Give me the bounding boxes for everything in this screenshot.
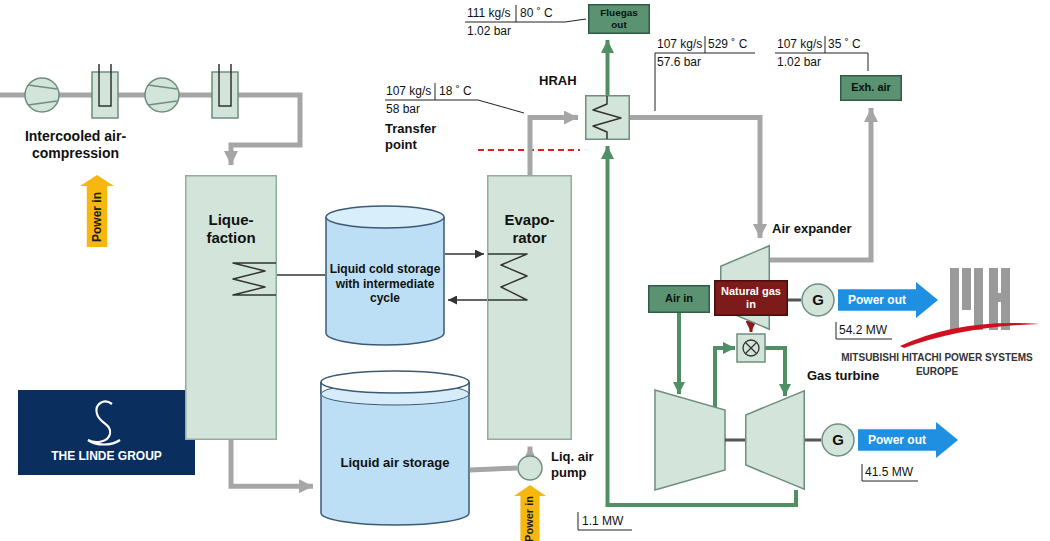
combustor-symbol (737, 334, 765, 362)
compressor-symbol (25, 78, 59, 112)
flow-line (606, 40, 610, 95)
node-text: G (812, 291, 824, 309)
node-text: Liquid cold storage with intermediate cy… (329, 262, 441, 305)
data-box-rule (578, 512, 632, 530)
air-line (715, 348, 735, 407)
node-text: Air in (665, 292, 693, 305)
mass-flow: 107 kg/s (657, 37, 702, 51)
node-text: HRAH (539, 73, 583, 89)
pump-symbol: Liq. air pump (517, 455, 543, 481)
liquid-air-tank-outline (320, 370, 470, 525)
power-in-arrow: Power in (514, 485, 546, 541)
node-text: Lique- faction (189, 211, 273, 247)
pump-symbol-outline (517, 455, 543, 481)
pressure: 1.02 bar (777, 55, 821, 69)
mhps-logo-swoosh (900, 323, 1040, 348)
node-text: Power out (868, 433, 926, 447)
gas-turbine: Gas turbine (745, 390, 805, 490)
company-name: MITSUBISHI HITACHI POWER SYSTEMS (828, 352, 1046, 364)
temperature: 80 ˚ C (520, 6, 553, 20)
outlet-box: Fluegas out (588, 4, 650, 34)
pressure: 57.6 bar (657, 55, 701, 69)
cold-storage-tank: Liquid cold storage with intermediate cy… (325, 205, 445, 345)
transfer-label: Transfer point (385, 121, 455, 152)
generator-symbol: G (821, 423, 855, 457)
heat-exchanger: HRAH (585, 95, 630, 140)
power-value: 1.1 MW (582, 514, 623, 528)
node-text: Power in (90, 191, 104, 241)
flow-line (448, 299, 487, 301)
company-name: EUROPE (828, 366, 1046, 378)
node-text: Gas turbine (807, 368, 897, 384)
generator-symbol: G (801, 283, 835, 317)
liquid-air-tank: Liquid air storage (320, 370, 470, 525)
intercooler-symbol (212, 64, 238, 118)
temperature: 529 ˚ C (708, 37, 747, 51)
mhps-logo-mark (950, 268, 1010, 330)
shaft-line (805, 439, 821, 442)
temperature: 35 ˚ C (828, 37, 861, 51)
linde-logo (18, 390, 195, 475)
power-value: 54.2 MW (839, 323, 887, 337)
node-text: Air expander (772, 221, 872, 237)
data-box-rule (465, 5, 586, 22)
intercooler-symbol (92, 64, 118, 118)
power-in-arrow: Power in (80, 175, 114, 247)
flow-line (445, 253, 484, 255)
evaporator-box: Evapo- rator (487, 175, 572, 440)
data-box-rule (655, 36, 755, 111)
flow-line (530, 118, 578, 176)
heat-exchanger-outline (585, 95, 630, 140)
node-text: Fluegas out (592, 7, 646, 31)
linde-logo-mark (88, 402, 120, 445)
pressure: 1.02 bar (467, 24, 511, 38)
compressor-symbol (145, 78, 179, 112)
power-value: 41.5 MW (865, 465, 913, 479)
node-text: G (832, 431, 844, 449)
node-text: Exh. air (851, 81, 891, 94)
node-text: Evapo- rator (491, 211, 568, 247)
compressor-symbol (655, 390, 725, 490)
power-out-arrow: Power out (838, 282, 938, 318)
flow-line (630, 118, 760, 239)
flow-line (231, 440, 313, 486)
inlet-box: Natural gas in (714, 280, 788, 316)
shaft (725, 439, 745, 442)
mass-flow: 107 kg/s (386, 84, 431, 98)
pressure: 58 bar (386, 102, 420, 116)
temperature: 18 ˚ C (439, 84, 472, 98)
flow-line (528, 447, 533, 456)
flow-line (470, 468, 517, 470)
node-text: Liquid air storage (340, 455, 449, 471)
node-text: Power in (523, 496, 536, 541)
node-text: Natural gas in (718, 285, 784, 311)
gas-turbine-outline (745, 390, 805, 490)
power-out-arrow: Power out (858, 422, 958, 458)
data-box-rule (775, 36, 868, 71)
flow-line (770, 108, 871, 260)
node-text: Power out (848, 293, 906, 307)
data-box-rule (836, 322, 892, 339)
air-line (677, 313, 681, 394)
mass-flow: 111 kg/s (467, 6, 511, 20)
node-text: Liq. air pump (551, 449, 613, 480)
outlet-box: Exh. air (840, 75, 902, 101)
liquefaction-box: Lique- faction (185, 175, 277, 440)
hot-gas-line (765, 348, 785, 396)
flow-line (277, 274, 325, 276)
mass-flow: 107 kg/s (777, 37, 822, 51)
data-box-rule (862, 464, 918, 481)
section-label: Intercooled air-compression (8, 128, 143, 162)
company-name: THE LINDE GROUP (18, 449, 195, 463)
inlet-box: Air in (648, 285, 710, 313)
